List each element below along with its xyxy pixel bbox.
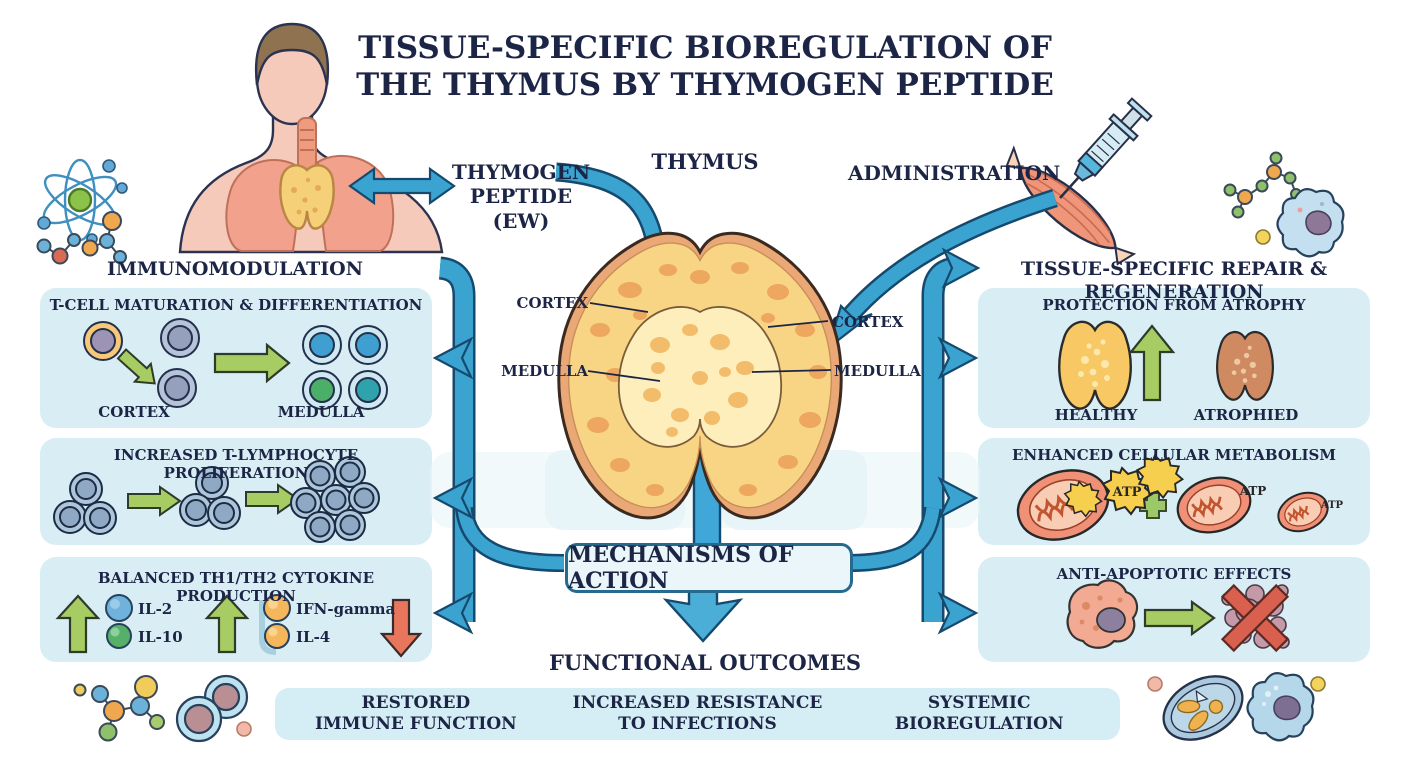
outcome-2-line2: TO INFECTIONS [618,714,777,734]
tlymphocyte-cells [53,456,380,543]
il2-label: IL-2 [138,600,173,618]
cortex-cells-label: CORTEX [98,403,170,421]
syringe-icon [1059,97,1153,199]
atp-badges [1063,453,1185,518]
double-arrow-thymogen [348,166,456,206]
atrophied-label: ATROPHIED [1193,406,1299,424]
cytokine-graphics [55,594,423,658]
cytokine-title: BALANCED TH1/TH2 CYTOKINE PRODUCTION [97,569,375,606]
atom-icon [37,158,128,245]
atp-label-1: ATP [1112,485,1142,500]
apoptosis-graphics [1066,579,1290,653]
muscle-illustration [1005,145,1137,266]
il4-label: IL-4 [296,628,331,646]
thymogen-line1: THYMOGEN [451,160,591,184]
cell-icon-top-right [1255,187,1345,258]
page-title: TISSUE-SPECIFIC BIOREGULATION OF THE THY… [355,30,1055,104]
proliferation-title: INCREASED T-LYMPHOCYTE PROLIFERATION [113,446,359,483]
outcome-3-line2: BIOREGULATION [894,714,1064,734]
down-arrow-outcomes [662,586,744,643]
page-title-line1: TISSUE-SPECIFIC BIOREGULATION OF [358,30,1052,66]
anti-apoptotic-title: ANTI-APOPTOTIC EFFECTS [1056,565,1292,583]
thymogen-peptide-label: THYMOGEN PEPTIDE (EW) [440,160,602,233]
outcome-2-line1: INCREASED RESISTANCE [572,693,823,713]
mitochondrion-large [1016,469,1110,541]
up-arrow-healthy [1128,324,1176,402]
mitochondrion-medium [1176,476,1252,534]
functional-outcomes-bar: RESTORED IMMUNE FUNCTION INCREASED RESIS… [275,688,1120,740]
atrophy-graphics [1058,320,1274,410]
metabolism-graphics: ATP ATP ATP [1016,453,1344,541]
thymus-cortex-left-label: CORTEX [516,294,588,312]
thymus-medulla-left-label: MEDULLA [501,362,588,380]
tcell-maturation-title: T-CELL MATURATION & DIFFERENTIATION [49,296,423,314]
tcell-maturation-cells [83,318,388,410]
cells-icon-bottom-left [175,674,252,743]
down-arrow-red [379,598,423,658]
medulla-spots [643,324,754,437]
functional-outcomes-heading: FUNCTIONAL OUTCOMES [548,650,862,675]
molecule-icon-left-a [36,233,81,265]
green-arrow-apoptosis [1143,599,1216,637]
atp-label-3: ATP [1320,500,1344,511]
thymus-cortex-right-label: CORTEX [832,313,904,331]
thymus-in-body [279,164,335,230]
outcome-3-line1: SYSTEMIC [927,693,1031,713]
hair [254,22,330,86]
outcome-1-line1: RESTORED [361,693,471,713]
thymus-label: THYMUS [651,149,759,174]
mitochondrion-small [1277,491,1329,533]
bacterium-icon-bottom-right [1147,671,1326,742]
cluster-2 [179,466,241,530]
atrophy-title: PROTECTION FROM ATROPHY [1042,296,1306,314]
thymus-organ [557,231,843,520]
outcome-increased-resistance: INCREASED RESISTANCE TO INFECTIONS [557,688,839,740]
mechanisms-label: MECHANISMS OF ACTION [568,542,794,594]
healthy-label: HEALTHY [1054,406,1138,424]
page-title-line2: THE THYMUS BY THYMOGEN PEPTIDE [356,67,1054,103]
molecule-icon-top-right [1223,151,1302,219]
molecule-icon-bottom-left [73,675,165,742]
molecule-icon-left-b [81,211,127,264]
administration-label: ADMINISTRATION [848,161,1061,185]
outcome-systemic-bioregulation: SYSTEMIC BIOREGULATION [838,688,1120,740]
immunomodulation-heading: IMMUNOMODULATION [106,258,364,280]
atp-label-2: ATP [1239,484,1267,498]
thymus-medulla-right-label: MEDULLA [834,362,921,380]
cluster-1 [53,472,117,535]
apoptotic-cell [1220,583,1290,653]
outcome-restored-immune-function: RESTORED IMMUNE FUNCTION [275,688,557,740]
healthy-cell [1066,579,1139,649]
cluster-3 [290,456,380,543]
pointer-lines [587,302,832,382]
outcome-1-line2: IMMUNE FUNCTION [314,714,517,734]
metabolism-title: ENHANCED CELLULAR METABOLISM [1012,446,1336,464]
tissue-repair-heading: TISSUE-SPECIFIC REPAIR & REGENERATION [1020,258,1328,304]
thymogen-line2: PEPTIDE (EW) [469,184,573,233]
medulla-cells-label: MEDULLA [277,403,365,421]
mechanisms-of-action-box: MECHANISMS OF ACTION [565,542,853,594]
up-arrow-th1 [55,594,101,654]
panel-protection-atrophy [978,288,1370,428]
il10-label: IL-10 [138,628,183,646]
cell-icon-bottom-right [1246,671,1315,742]
up-arrow-th2 [204,594,250,654]
ifn-gamma-label: IFN-gamma [296,600,396,618]
